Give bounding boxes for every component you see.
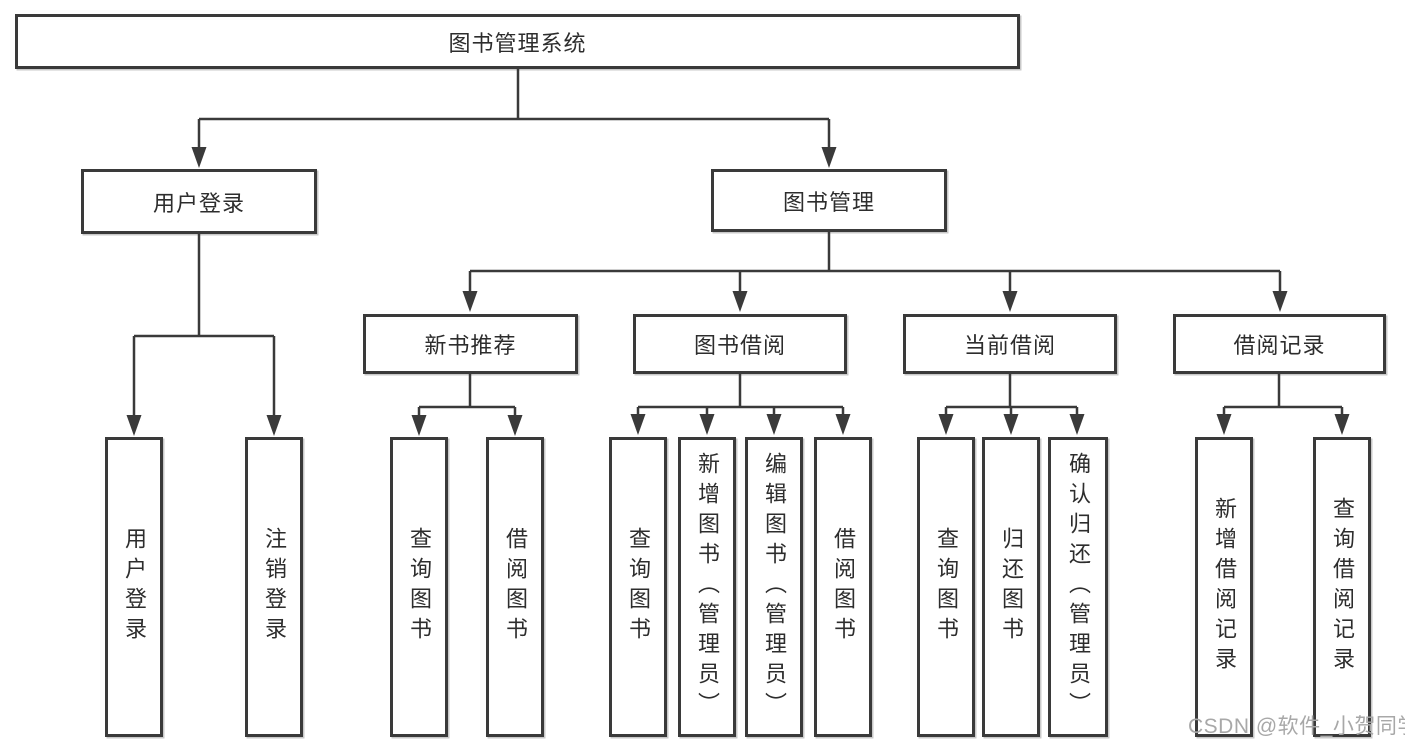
leaf-confirm-return-admin: 确认归还（管理员） xyxy=(1048,437,1108,737)
leaf-edit-books-admin: 编辑图书（管理员） xyxy=(745,437,803,737)
leaf-label: 注销登录 xyxy=(262,527,287,647)
node-root-system: 图书管理系统 xyxy=(15,14,1020,69)
leaf-label: 新增借阅记录 xyxy=(1212,497,1237,677)
leaf-logout: 注销登录 xyxy=(245,437,303,737)
node-label: 新书推荐 xyxy=(424,333,517,358)
arrowheads xyxy=(126,147,1350,436)
leaf-label: 查询图书 xyxy=(934,527,959,647)
leaf-label: 确认归还（管理员） xyxy=(1066,452,1091,722)
node-label: 当前借阅 xyxy=(963,333,1056,358)
node-current-borrow: 当前借阅 xyxy=(903,314,1117,374)
node-user-login: 用户登录 xyxy=(81,169,317,234)
node-book-management: 图书管理 xyxy=(711,169,947,232)
leaf-label: 新增图书（管理员） xyxy=(695,452,720,722)
edge-record-to-leaves xyxy=(1222,374,1344,420)
leaf-query-books: 查询图书 xyxy=(390,437,448,737)
leaf-borrow-books: 借阅图书 xyxy=(486,437,544,737)
edge-current-to-leaves xyxy=(944,374,1079,420)
node-borrow-record: 借阅记录 xyxy=(1173,314,1386,374)
leaf-label: 归还图书 xyxy=(999,527,1024,647)
node-new-book-recommend: 新书推荐 xyxy=(363,314,578,374)
edge-new-book-to-leaves xyxy=(417,374,517,420)
edge-user-login-to-leaves xyxy=(132,234,276,418)
node-label: 用户登录 xyxy=(152,190,245,216)
node-label: 图书管理系统 xyxy=(448,30,587,56)
leaf-user-login: 用户登录 xyxy=(105,437,163,737)
leaf-label: 查询图书 xyxy=(407,527,432,647)
leaf-query-books: 查询图书 xyxy=(917,437,975,737)
leaf-borrow-books: 借阅图书 xyxy=(814,437,872,737)
node-book-borrow: 图书借阅 xyxy=(633,314,847,374)
leaf-add-borrow-record: 新增借阅记录 xyxy=(1195,437,1253,737)
leaf-label: 用户登录 xyxy=(122,527,147,647)
leaf-add-books-admin: 新增图书（管理员） xyxy=(678,437,736,737)
node-label: 图书管理 xyxy=(782,189,875,215)
leaf-return-books: 归还图书 xyxy=(982,437,1040,737)
leaf-query-books: 查询图书 xyxy=(609,437,667,737)
edge-book-mgmt-to-sections xyxy=(468,232,1282,294)
leaf-query-borrow-record: 查询借阅记录 xyxy=(1313,437,1371,737)
node-label: 借阅记录 xyxy=(1233,333,1326,358)
leaf-label: 编辑图书（管理员） xyxy=(762,452,787,722)
node-label: 图书借阅 xyxy=(693,333,786,358)
edge-root-to-branches xyxy=(197,69,831,150)
leaf-label: 查询借阅记录 xyxy=(1330,497,1355,677)
leaf-label: 查询图书 xyxy=(626,527,651,647)
csdn-watermark: CSDN @软件_小贺同学 xyxy=(1188,715,1405,738)
edge-borrow-to-leaves xyxy=(636,374,845,420)
leaf-label: 借阅图书 xyxy=(831,527,856,647)
leaf-label: 借阅图书 xyxy=(503,527,528,647)
